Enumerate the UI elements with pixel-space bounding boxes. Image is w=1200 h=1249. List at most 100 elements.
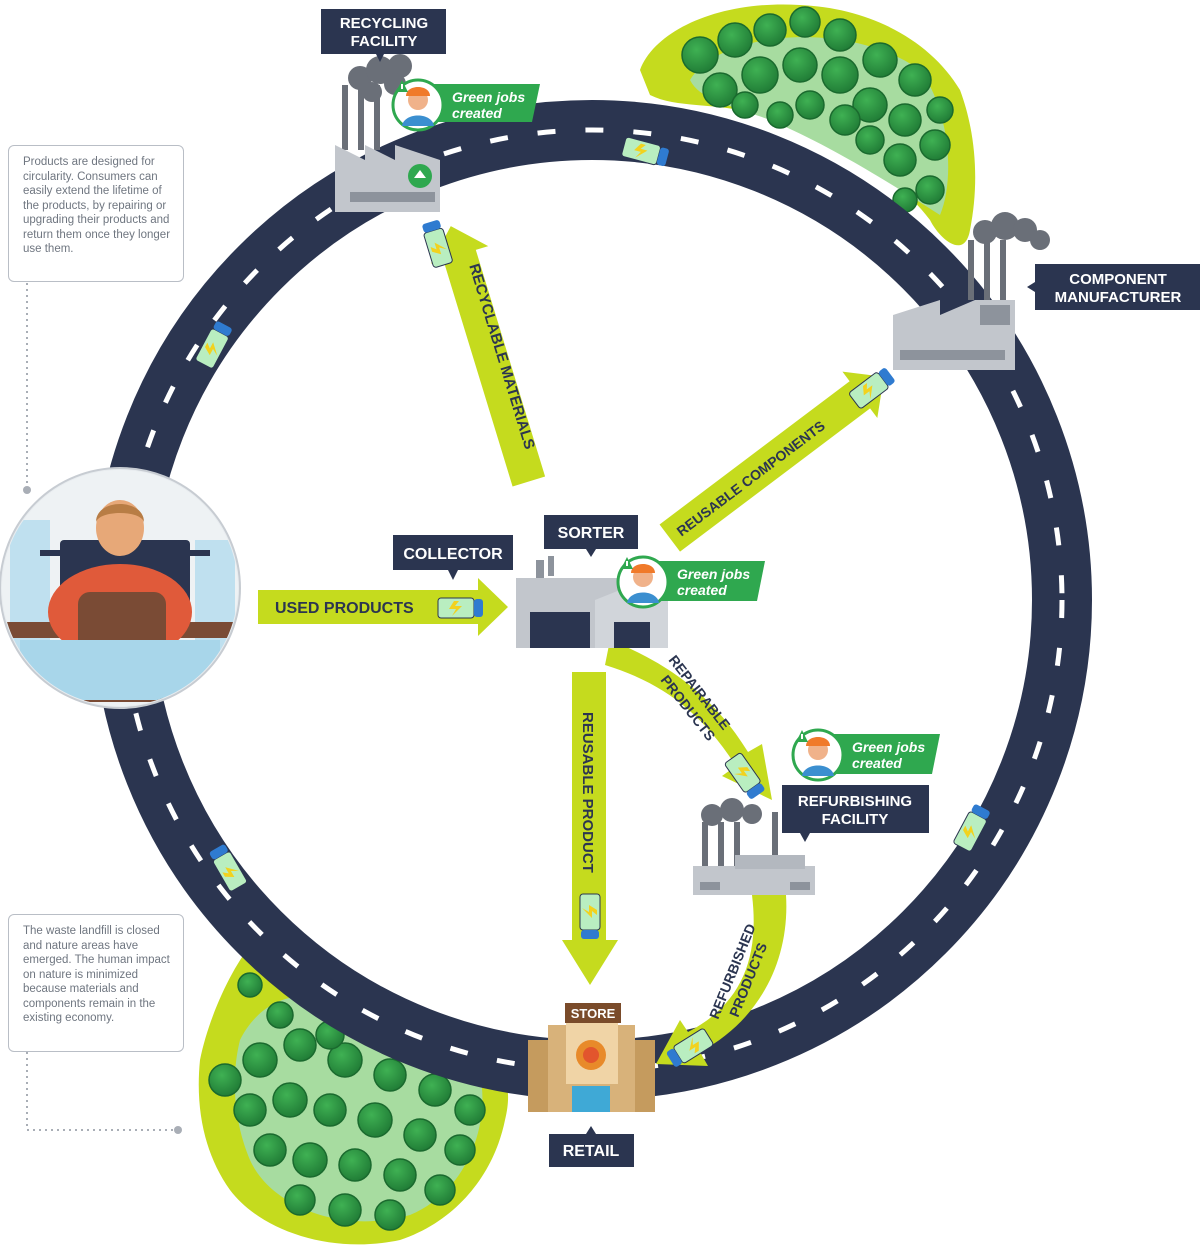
tree (782, 47, 818, 83)
component-manufacturer (893, 212, 1050, 370)
note-top-dot (23, 486, 31, 494)
svg-text:MANUFACTURER: MANUFACTURER (1055, 289, 1182, 306)
tree (403, 1118, 437, 1152)
tree (272, 1082, 308, 1118)
tree (753, 13, 787, 47)
svg-text:created: created (452, 105, 502, 121)
refurbishing-facility (693, 798, 815, 895)
component-manufacturer-label: COMPONENT MANUFACTURER (1027, 264, 1200, 310)
tree (237, 972, 263, 998)
retail-store: STORE (528, 1003, 655, 1112)
tree (766, 101, 794, 129)
tree (681, 36, 719, 74)
tree (795, 90, 825, 120)
tree (862, 42, 898, 78)
tree (373, 1058, 407, 1092)
arrow-reusable-components-label: REUSABLE COMPONENTS (674, 417, 828, 539)
green-jobs-badge-recycling: Green jobs created (391, 78, 540, 132)
tree (823, 18, 857, 52)
arrow-used-products-label: USED PRODUCTS (275, 600, 414, 617)
tree (328, 1193, 362, 1227)
note-nature-areas: The waste landfill is closed and nature … (8, 914, 184, 1052)
svg-text:created: created (852, 755, 902, 771)
tree (233, 1093, 267, 1127)
nature-area-top (640, 4, 976, 246)
tree (454, 1094, 486, 1126)
tree (919, 129, 951, 161)
svg-text:SORTER: SORTER (558, 525, 625, 542)
arrow-reusable-product: REUSABLE PRODUCT (562, 672, 618, 985)
tree (253, 1133, 287, 1167)
electric-truck (209, 844, 248, 892)
tree (338, 1148, 372, 1182)
note-circular-products: Products are designed for circularity. C… (8, 145, 184, 282)
tree (898, 63, 932, 97)
green-jobs-badge-refurbishing: Green jobs created (791, 728, 940, 782)
svg-text:REFURBISHING: REFURBISHING (798, 793, 912, 810)
tree (383, 1158, 417, 1192)
svg-text:FACILITY: FACILITY (822, 811, 889, 828)
tree (424, 1174, 456, 1206)
svg-text:RECYCLING: RECYCLING (340, 15, 428, 32)
tree (888, 103, 922, 137)
tree (883, 143, 917, 177)
collector-label: COLLECTOR (393, 535, 513, 580)
recycling-facility-label: RECYCLING FACILITY (321, 9, 446, 62)
tree (284, 1184, 316, 1216)
arrow-trucks (422, 220, 895, 1067)
electric-truck (437, 597, 483, 619)
svg-text:Green jobs: Green jobs (452, 89, 525, 105)
tree (357, 1102, 393, 1138)
electric-truck (422, 220, 453, 268)
tree (741, 56, 779, 94)
tree (266, 1001, 294, 1029)
tree (702, 72, 738, 108)
svg-text:created: created (677, 582, 727, 598)
tree (418, 1073, 452, 1107)
electric-truck (953, 804, 990, 852)
sorter-building (516, 556, 668, 648)
tree (292, 1142, 328, 1178)
electric-truck (195, 321, 232, 369)
tree (283, 1028, 317, 1062)
tree (374, 1199, 406, 1231)
tree (915, 175, 945, 205)
green-jobs-badge-sorter: Green jobs created (616, 555, 765, 609)
retail-label: RETAIL (549, 1126, 634, 1167)
tree (926, 96, 954, 124)
tree (242, 1042, 278, 1078)
trees-top (681, 6, 954, 213)
refurbishing-facility-label: REFURBISHING FACILITY (782, 785, 929, 842)
tree (852, 87, 888, 123)
arrow-used-products: USED PRODUCTS (258, 578, 508, 636)
recycling-facility (335, 54, 440, 212)
note-bottom-connector (26, 1052, 178, 1131)
store-sign: STORE (571, 1006, 616, 1021)
tree (444, 1134, 476, 1166)
electric-truck (666, 1028, 714, 1067)
svg-text:FACILITY: FACILITY (351, 33, 418, 50)
road-lane-markings (119, 127, 1065, 1073)
nature-area-bottom (198, 930, 509, 1245)
tree (829, 104, 861, 136)
sorter-label: SORTER (544, 515, 638, 557)
electric-truck (579, 893, 601, 939)
svg-text:COMPONENT: COMPONENT (1069, 271, 1167, 288)
tree (731, 91, 759, 119)
note-bottom-dot (174, 1126, 182, 1134)
road-trucks (195, 136, 990, 892)
svg-text:COLLECTOR: COLLECTOR (403, 546, 503, 563)
tree (789, 6, 821, 38)
svg-text:Green jobs: Green jobs (677, 566, 750, 582)
arrow-reusable-product-label: REUSABLE PRODUCT (579, 712, 596, 873)
tree (327, 1042, 363, 1078)
trees-bottom (208, 972, 486, 1231)
electric-truck (621, 136, 669, 166)
tree (717, 22, 753, 58)
electric-truck (724, 752, 765, 799)
tree (208, 1063, 242, 1097)
electric-truck (849, 368, 895, 409)
svg-text:RETAIL: RETAIL (563, 1143, 620, 1160)
tree (855, 125, 885, 155)
